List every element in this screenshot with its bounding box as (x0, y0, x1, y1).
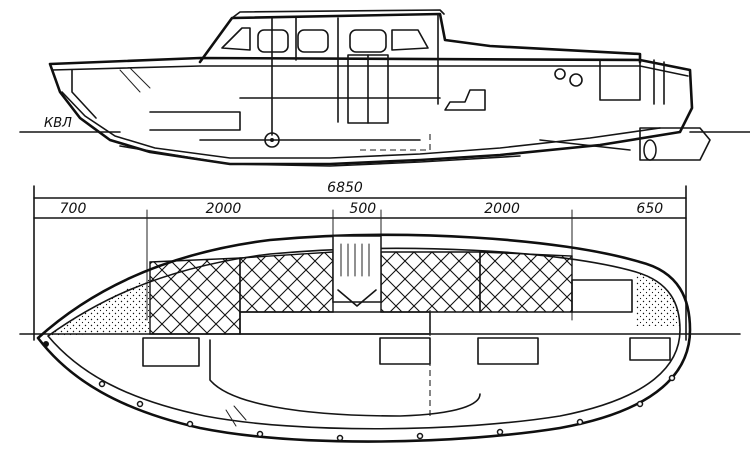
dimension-label-3: 500 (349, 201, 376, 217)
dimension-label-1: 700 (60, 201, 87, 217)
waterline-label: КВЛ (44, 116, 72, 131)
stern-stipple (636, 272, 680, 326)
lower-block-1 (142, 337, 200, 367)
gunwale-inner (47, 247, 681, 430)
hull-plan-outline (36, 233, 692, 443)
light-ray-lower-2 (233, 405, 247, 421)
bow-seat (71, 69, 97, 119)
light-ray-lower-1 (225, 409, 237, 427)
sheer-line (51, 65, 689, 77)
console-chevron (337, 289, 377, 307)
stern-compartment (599, 59, 641, 101)
lower-block-2 (379, 337, 431, 365)
cushion-mid-right (380, 251, 481, 313)
prop-shaft (539, 139, 631, 151)
bow-stipple (48, 278, 150, 336)
interior-berth (149, 111, 241, 131)
cushion-aft (479, 251, 573, 313)
dimension-label-4: 2000 (484, 201, 520, 217)
aft-bench (571, 279, 633, 313)
outboard-bracket (639, 127, 711, 161)
cabin-outline (198, 12, 642, 64)
dimension-label-5: 650 (636, 201, 663, 217)
dimension-labels: 700 2000 500 2000 650 (60, 201, 664, 217)
window-2 (257, 29, 289, 53)
lower-block-3 (477, 337, 539, 365)
dimension-label-2: 2000 (206, 201, 242, 217)
console-base (239, 311, 431, 335)
cushion-mid-left (239, 251, 334, 313)
side-elevation: КВЛ (19, 9, 750, 167)
inner-hull-line (61, 91, 661, 159)
bow-light-ray-1 (119, 69, 141, 93)
rail-stanchions (98, 374, 676, 442)
window-3 (297, 29, 329, 53)
bow-light-ray-2 (129, 67, 151, 89)
dashed-line-side (360, 132, 431, 151)
dimension-lines: 6850 700 2000 500 2000 650 (33, 180, 687, 341)
cushion-forward (149, 257, 241, 335)
helm-seat (444, 89, 486, 111)
wheel-icon (264, 132, 280, 148)
keel-line (119, 145, 521, 167)
plan-view (19, 233, 741, 443)
engine-icon (569, 73, 583, 87)
cabin-roof (231, 9, 445, 19)
wheel-hub (270, 138, 274, 142)
bow-fitting-icon (43, 341, 49, 347)
lower-block-4 (629, 337, 671, 361)
gauge-icon (554, 68, 566, 80)
hull-profile (48, 56, 694, 166)
window-5 (391, 29, 429, 51)
window-1 (221, 27, 251, 51)
window-4 (349, 29, 387, 53)
lower-berth (209, 339, 481, 417)
overall-length-label: 6850 (327, 180, 363, 196)
console-slats (340, 243, 370, 277)
propeller-icon (643, 139, 657, 161)
